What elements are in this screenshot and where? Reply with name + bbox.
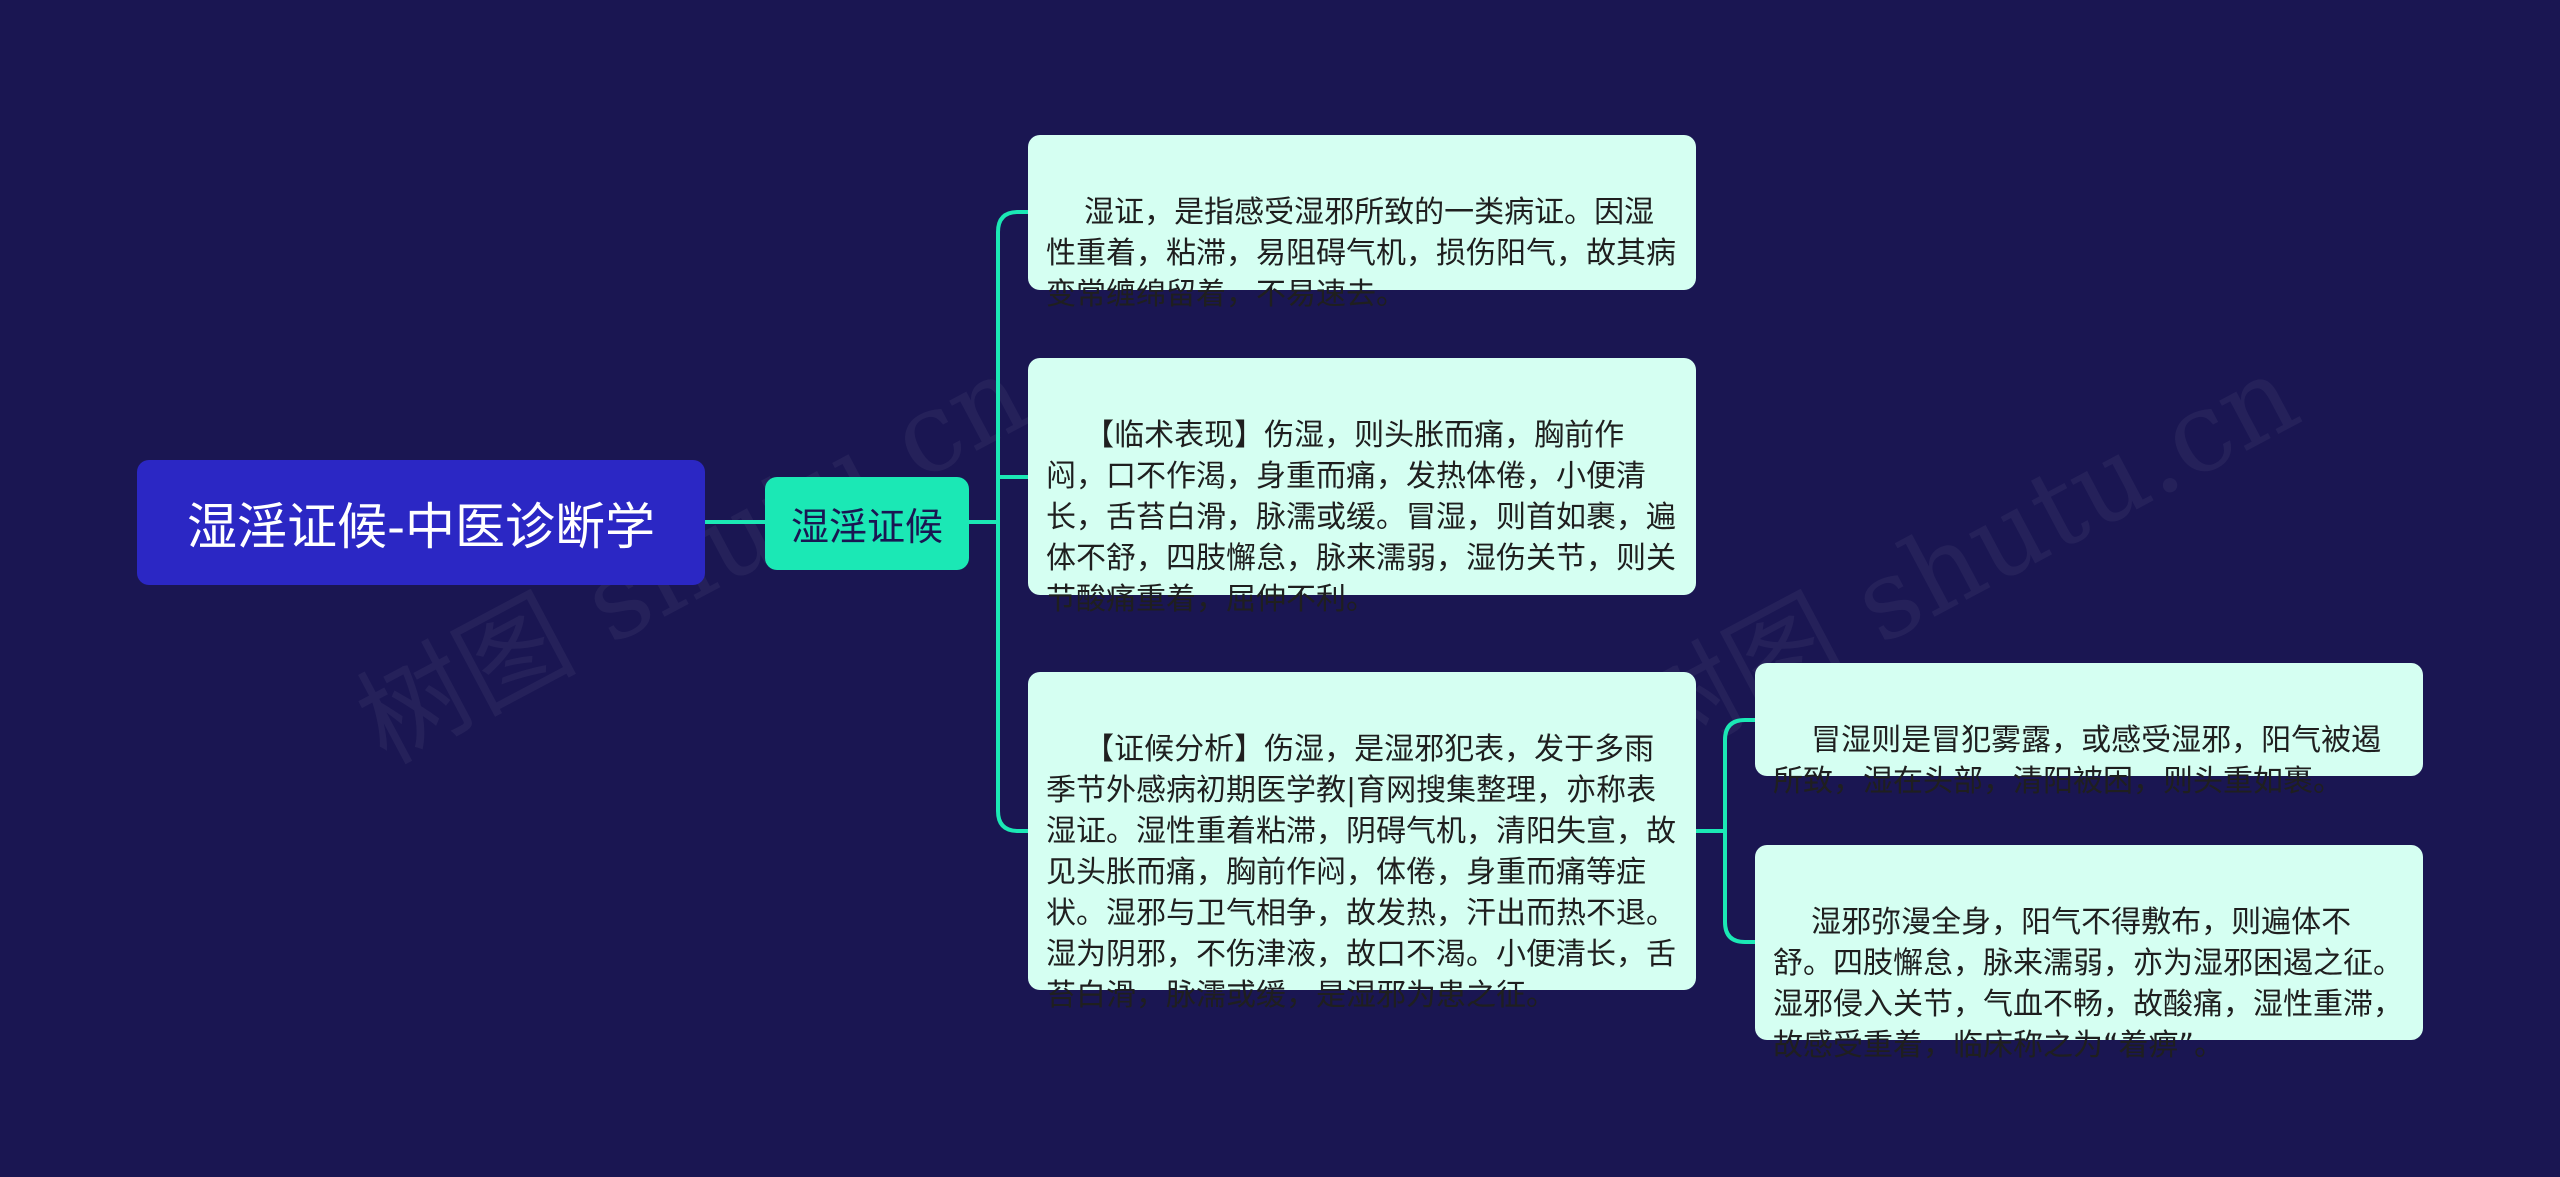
branch-label: 湿淫证候 (790, 505, 943, 549)
leaf-text: 湿邪弥漫全身，阳气不得敷布，则遍体不舒。四肢懈怠，脉来濡弱，亦为湿邪困遏之征。湿… (1773, 905, 2403, 1063)
leaf-node-clinical-manifestation[interactable]: 【临术表现】伤湿，则头胀而痛，胸前作闷，口不作渴，身重而痛，发热体倦，小便清长，… (1028, 358, 1696, 617)
connector-leaf3-sub2 (1723, 829, 1757, 944)
root-label: 湿淫证候-中医诊断学 (186, 497, 656, 556)
leaf-text: 【临术表现】伤湿，则头胀而痛，胸前作闷，口不作渴，身重而痛，发热体倦，小便清长，… (1046, 418, 1676, 617)
connector-branch-leaf2 (996, 475, 1030, 524)
leaf-text: 湿证，是指感受湿邪所致的一类病证。因湿性重着，粘滞，易阻碍气机，损伤阳气，故其病… (1046, 195, 1676, 312)
branch-node[interactable]: 湿淫证候 (765, 477, 969, 570)
connector-branch-leaf3 (996, 520, 1030, 833)
leaf-text: 【证候分析】伤湿，是湿邪犯表，发于多雨季节外感病初期医学教|育网搜集整理，亦称表… (1046, 732, 1676, 1013)
leaf-node-definition[interactable]: 湿证，是指感受湿邪所致的一类病证。因湿性重着，粘滞，易阻碍气机，损伤阳气，故其病… (1028, 135, 1696, 312)
sub-leaf-node-head-dampness[interactable]: 冒湿则是冒犯雾露，或感受湿邪，阳气被遏所致，湿在头部，清阳被困，则头重如裹。 (1755, 663, 2423, 799)
connector-leaf3-sub1 (1723, 718, 1757, 833)
leaf-node-syndrome-analysis[interactable]: 【证候分析】伤湿，是湿邪犯表，发于多雨季节外感病初期医学教|育网搜集整理，亦称表… (1028, 672, 1696, 1013)
leaf-text: 冒湿则是冒犯雾露，或感受湿邪，阳气被遏所致，湿在头部，清阳被困，则头重如裹。 (1773, 723, 2382, 799)
root-node[interactable]: 湿淫证候-中医诊断学 (137, 460, 705, 585)
sub-leaf-node-body-dampness[interactable]: 湿邪弥漫全身，阳气不得敷布，则遍体不舒。四肢懈怠，脉来濡弱，亦为湿邪困遏之征。湿… (1755, 845, 2423, 1063)
connector-branch-leaf1 (996, 210, 1030, 524)
